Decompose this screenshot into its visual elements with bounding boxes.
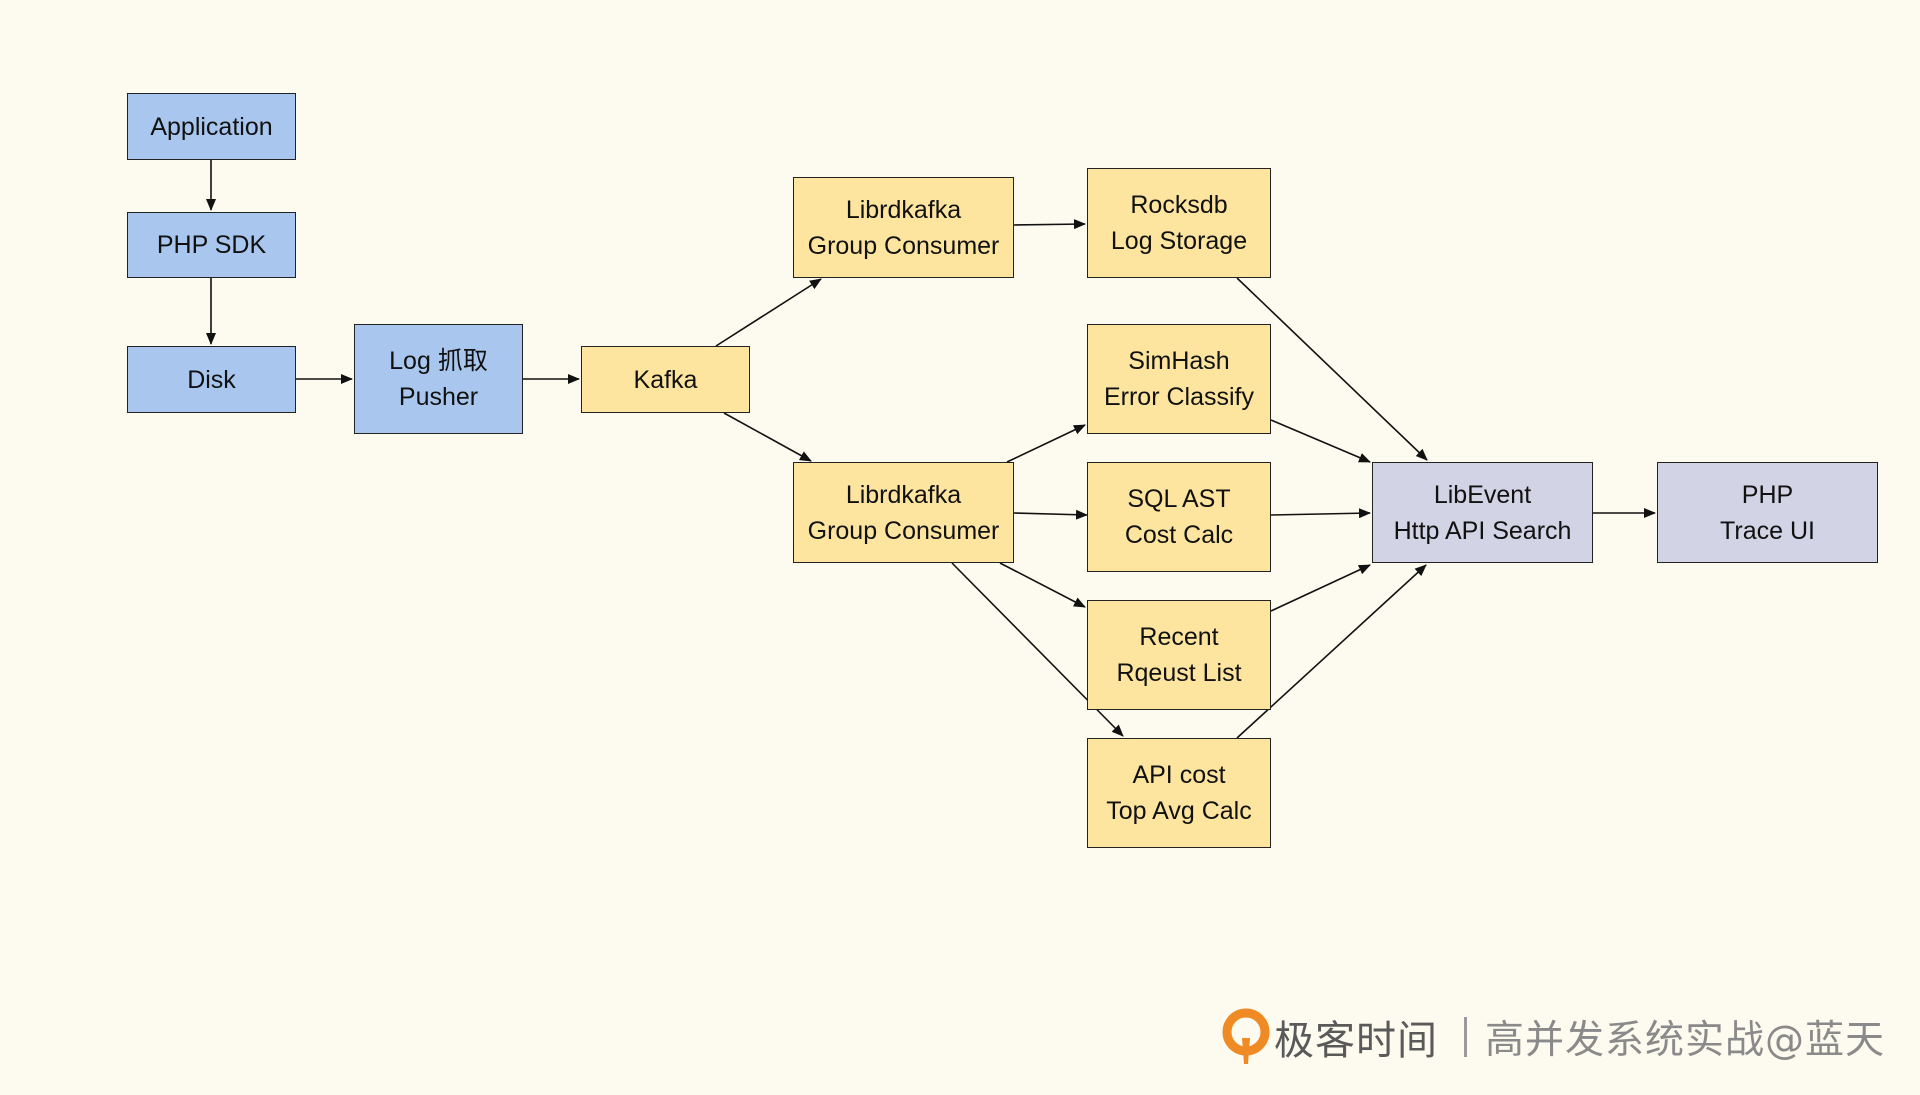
node-label-line: LibEvent <box>1433 480 1532 509</box>
node-label-line: Librdkafka <box>845 195 962 224</box>
edge-consumer-bottom-to-recent-list <box>999 562 1086 608</box>
sql-ast-node: SQL AST Cost Calc <box>1087 462 1271 572</box>
brand-name: 极客时间 <box>1274 1018 1438 1064</box>
edge-consumer-top-to-rocksdb <box>1013 219 1086 230</box>
node-label-line: Rocksdb <box>1130 191 1228 219</box>
node-label-line: Log Storage <box>1110 227 1248 255</box>
node-label-line: Kafka <box>633 365 698 394</box>
node-label-line: Disk <box>187 365 236 394</box>
node-label-line: PHP <box>1741 480 1794 509</box>
edge-kafka-to-consumer-top <box>715 278 822 347</box>
php-sdk-node: PHP SDK <box>127 212 296 278</box>
edge-rocksdb-to-libevent <box>1236 277 1428 461</box>
node-label-line: SimHash <box>1128 347 1230 375</box>
brand-watermark: 极客时间 高并发系统实战@蓝天 <box>1222 1006 1885 1068</box>
brand-separator <box>1464 1017 1467 1057</box>
edge-kafka-to-consumer-bottom <box>723 412 812 462</box>
edge-recent-list-to-libevent <box>1270 564 1371 612</box>
log-pusher-node: Log 抓取 Pusher <box>354 324 523 434</box>
node-label-line: Error Classify <box>1103 383 1254 411</box>
node-label-line: Cost Calc <box>1124 521 1234 549</box>
brand-course: 高并发系统实战@蓝天 <box>1485 1018 1886 1063</box>
disk-node: Disk <box>127 346 296 413</box>
node-label-line: Trace UI <box>1720 516 1815 545</box>
trace-ui-node: PHP Trace UI <box>1657 462 1878 563</box>
node-label-line: Log 抓取 <box>389 347 488 375</box>
node-label-line: SQL AST <box>1127 485 1231 513</box>
node-label-line: Recent <box>1139 623 1219 651</box>
node-label-line: Http API Search <box>1393 516 1572 545</box>
node-label-line: Pusher <box>398 383 479 411</box>
edge-sql-ast-to-libevent <box>1270 508 1371 519</box>
geektime-logo-icon <box>1222 1008 1270 1064</box>
node-label-line: Librdkafka <box>845 480 962 509</box>
node-label-line: Application <box>150 112 273 141</box>
node-label-line: Rqeust List <box>1116 659 1242 687</box>
node-label-line: Top Avg Calc <box>1106 797 1252 825</box>
edge-simhash-to-libevent <box>1270 419 1371 463</box>
node-label-line: Group Consumer <box>807 516 1000 545</box>
node-label-line: PHP SDK <box>156 231 267 259</box>
kafka-node: Kafka <box>581 346 750 413</box>
edge-consumer-bottom-to-simhash <box>1006 424 1086 463</box>
edge-consumer-bottom-to-sql-ast <box>1013 509 1088 520</box>
application-node: Application <box>127 93 296 160</box>
node-label-line: API cost <box>1132 761 1226 789</box>
node-label-line: Group Consumer <box>807 231 1000 260</box>
